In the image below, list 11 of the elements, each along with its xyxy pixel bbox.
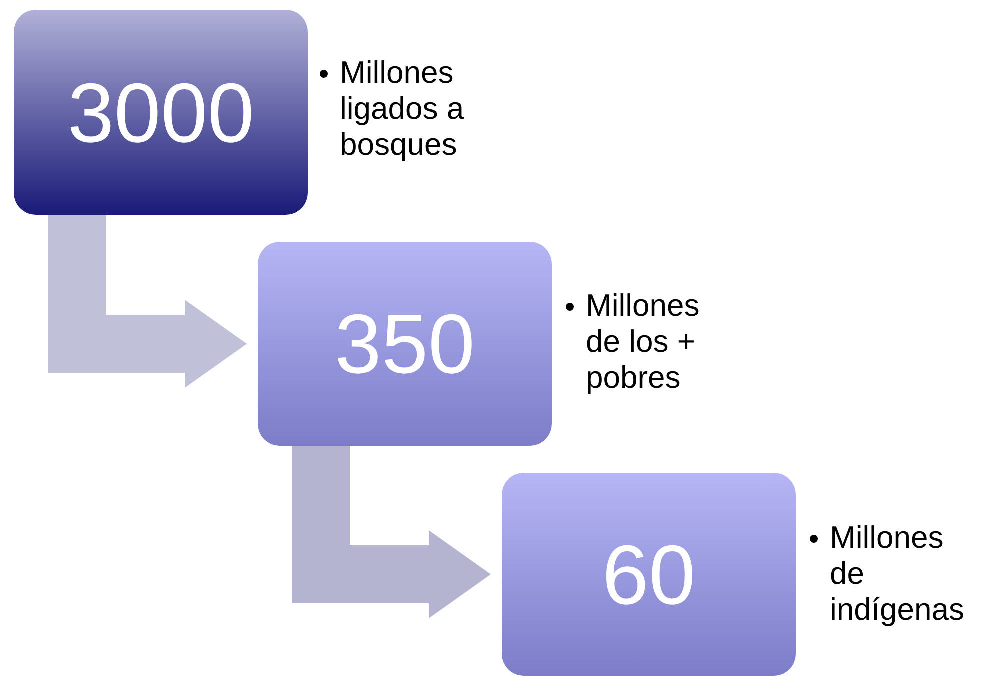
number-label: 3000 [68,70,254,154]
bent-arrow [292,446,491,618]
bullet-text: Millones ligados a bosques [340,55,466,163]
bullet-text: Millones de los + pobres [586,288,701,396]
bullet-text: Millones de indígenas [830,520,966,628]
bent-arrow [48,215,247,388]
rounded-box [14,10,308,215]
rounded-box [258,242,552,446]
number-label: 60 [602,532,696,616]
number-label: 350 [334,302,476,386]
rounded-box [502,473,796,676]
